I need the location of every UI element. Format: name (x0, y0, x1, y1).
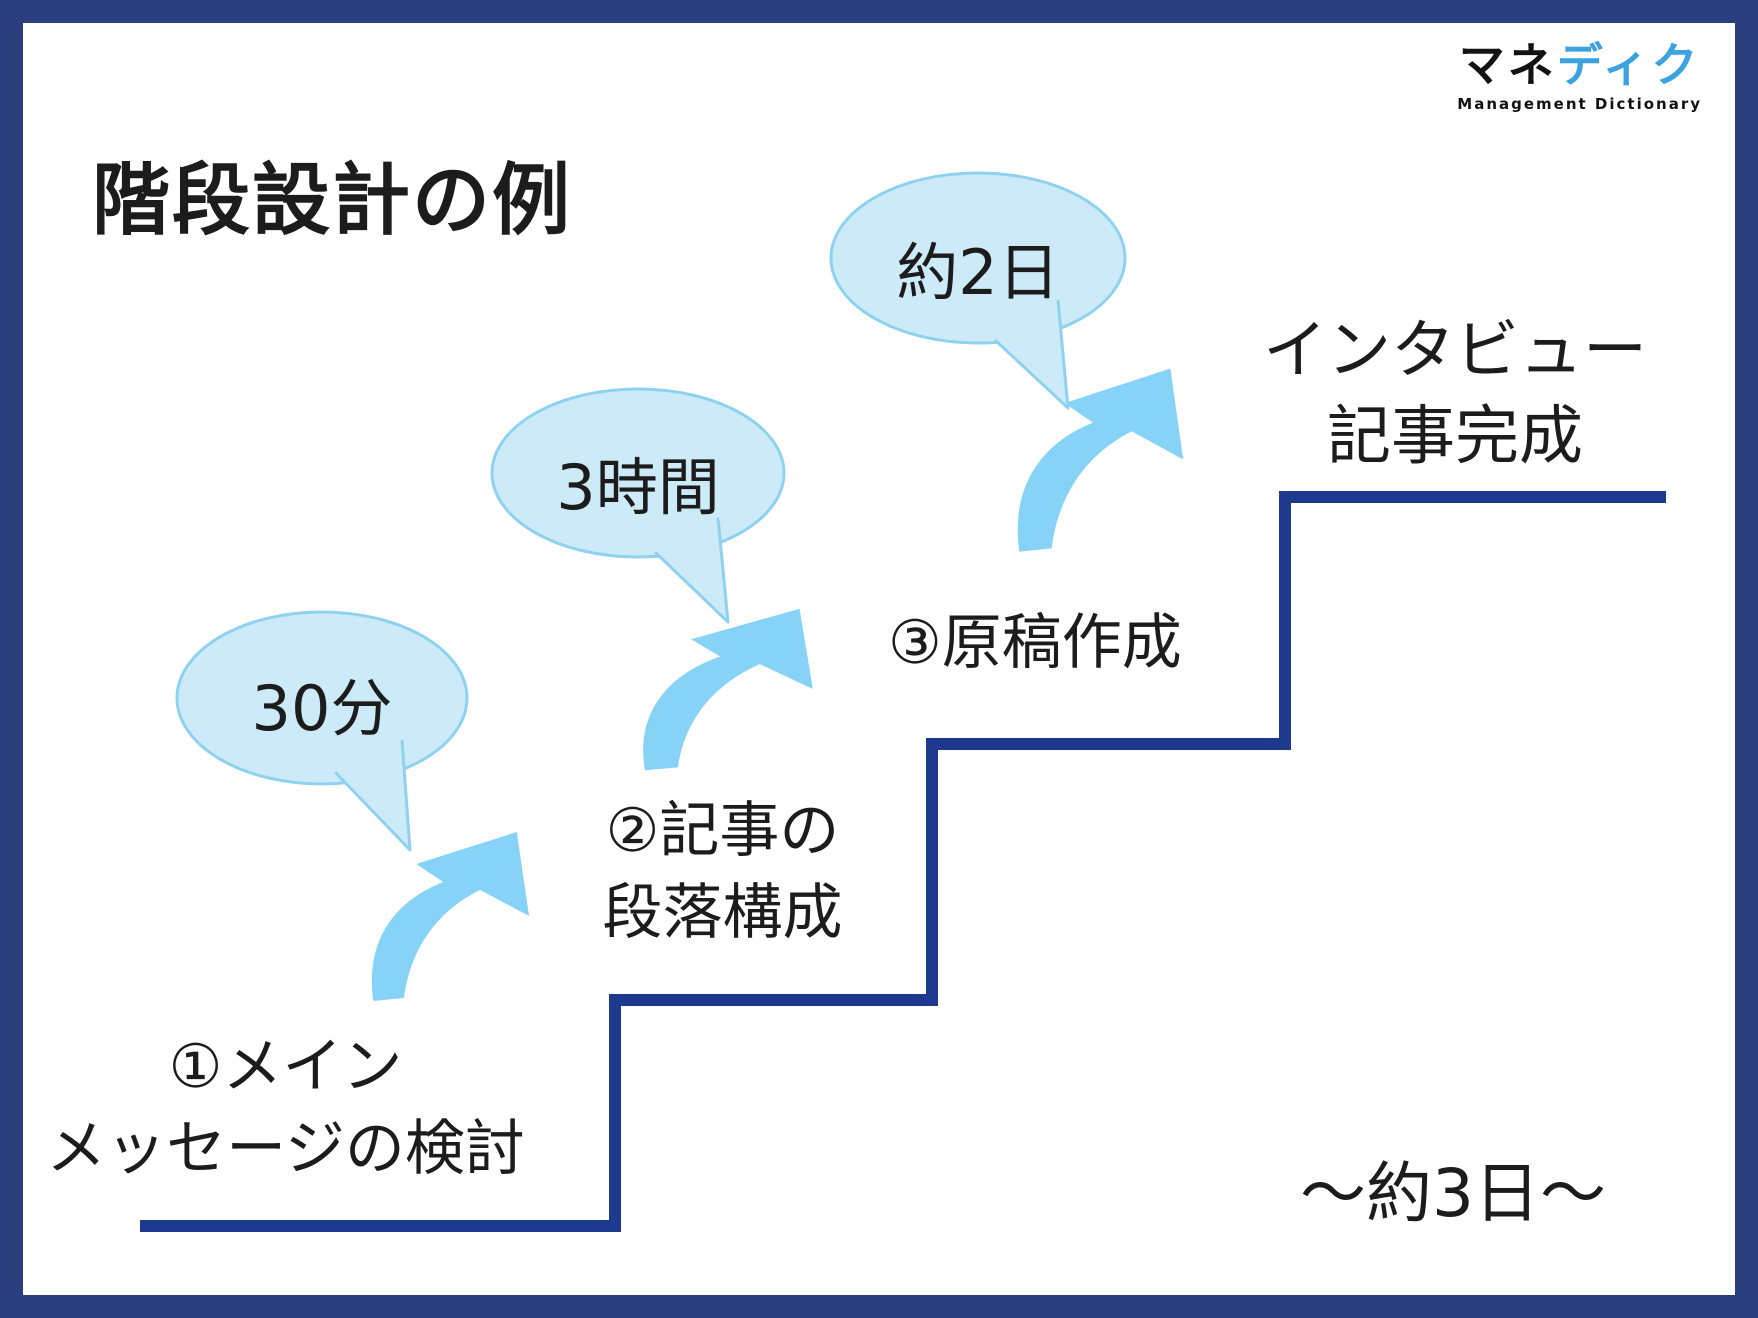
bubble-ellipse (175, 610, 469, 786)
page-title: 階段設計の例 (92, 156, 573, 246)
step2-label: ②記事の 段落構成 (555, 790, 890, 954)
goal-label-line2: 記事完成 (1327, 400, 1583, 474)
total-duration-label: ～約3日～ (1300, 1155, 1606, 1232)
bubble-tail (653, 517, 730, 624)
step1-label: ①メイン メッセージの検討 (28, 1026, 543, 1190)
bubble-tail (993, 299, 1070, 410)
bubble-ellipse (829, 171, 1127, 345)
logo-text-blue: ディク (1556, 38, 1701, 92)
curved-arrow-step2-to-step3-icon (643, 608, 813, 771)
step1-duration-label: 30分 (251, 672, 393, 745)
step2-label-line2: 段落構成 (602, 878, 843, 948)
speech-bubble-step1-duration (175, 610, 469, 852)
curved-arrow-step3-to-goal-icon (1017, 368, 1184, 552)
step1-label-line1: ①メイン (168, 1032, 403, 1102)
step2-duration-label: 3時間 (556, 451, 720, 524)
step3-label: ③原稿作成 (888, 602, 1182, 684)
curved-arrow-shape (371, 832, 530, 1001)
speech-bubble-step2-duration (490, 387, 786, 624)
curved-arrow-shape (1017, 368, 1184, 552)
step2-label-line1: ②記事の (605, 796, 840, 866)
speech-bubble-step3-duration (829, 171, 1127, 410)
goal-label-line1: インタビュー (1263, 314, 1647, 388)
staircase-polyline (140, 491, 1666, 1232)
bubble-tail (333, 739, 412, 852)
goal-label: インタビュー 記事完成 (1245, 308, 1665, 480)
curved-arrow-step1-to-step2-icon (371, 832, 530, 1001)
logo-text-black: マネ (1458, 38, 1557, 92)
bubble-ellipse (490, 387, 786, 559)
brand-logo: マネディク Management Dictionary (1457, 40, 1702, 113)
logo-subtitle: Management Dictionary (1457, 94, 1702, 113)
step1-label-line2: メッセージの検討 (46, 1114, 525, 1184)
curved-arrow-shape (643, 608, 813, 771)
logo-wordmark: マネディク (1459, 40, 1701, 91)
step3-duration-label: 約2日 (896, 236, 1060, 309)
step3-label-line1: ③原稿作成 (888, 608, 1182, 678)
